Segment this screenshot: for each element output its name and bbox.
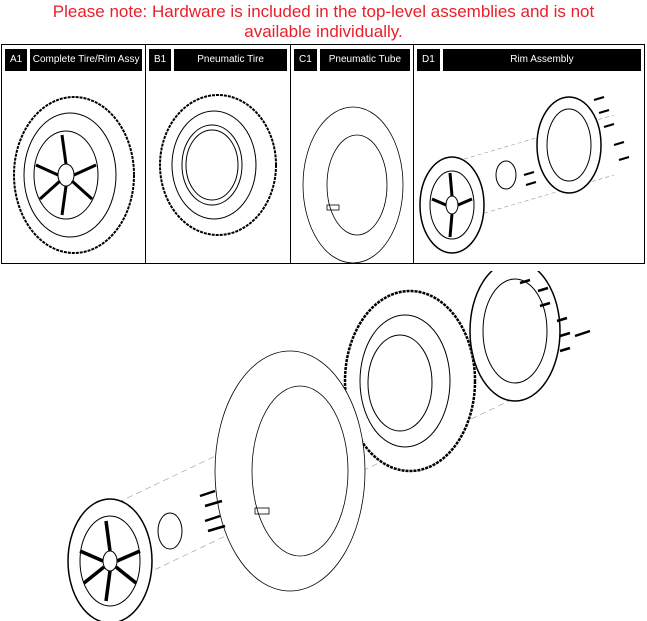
panel-id: C1	[294, 49, 317, 71]
panel-id: A1	[5, 49, 28, 71]
panel-label: Pneumatic Tube	[319, 49, 410, 71]
exploded-assembly-diagram	[67, 271, 591, 621]
note-line-2: available individually.	[244, 22, 403, 41]
panel-label: Complete Tire/Rim Assy	[30, 49, 142, 71]
panel-label: Rim Assembly	[442, 49, 641, 71]
complete-tire-image	[13, 96, 135, 254]
panel-id: D1	[417, 49, 440, 71]
panel-id: B1	[149, 49, 172, 71]
pneumatic-tube-image	[302, 106, 404, 264]
rim-assembly-image	[419, 96, 630, 254]
note-line-1: Please note: Hardware is included in the…	[52, 2, 595, 21]
pneumatic-tire-image	[159, 94, 277, 236]
hardware-note: Please note: Hardware is included in the…	[0, 2, 647, 42]
panel-label: Pneumatic Tire	[174, 49, 287, 71]
